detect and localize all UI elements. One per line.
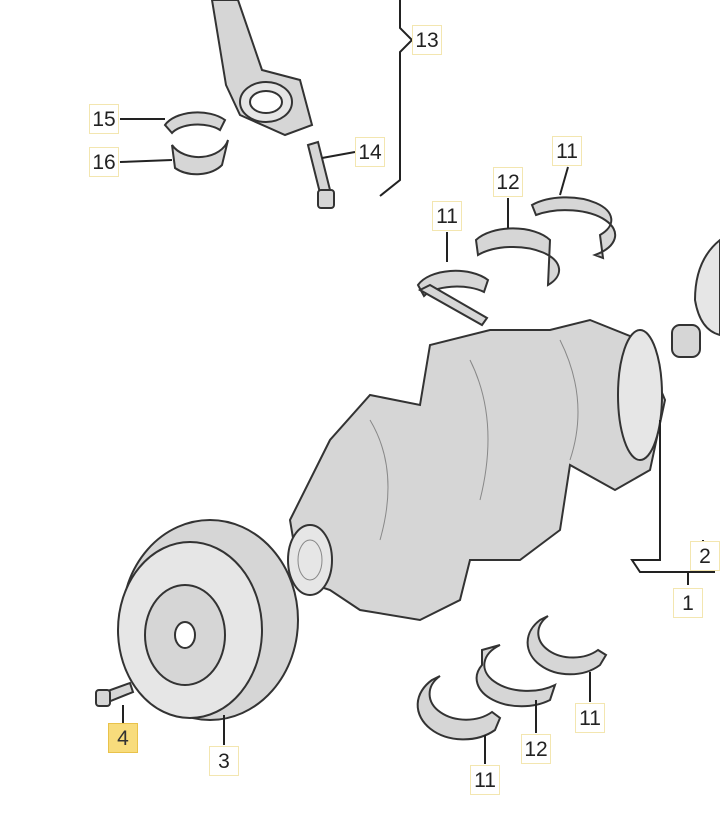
bearing-shells-rod bbox=[163, 111, 229, 176]
part-label-16[interactable]: 16 bbox=[89, 147, 119, 177]
pilot-bushing bbox=[671, 324, 701, 358]
part-label-15[interactable]: 15 bbox=[89, 104, 119, 134]
part-label-12[interactable]: 12 bbox=[493, 167, 523, 197]
thrust-washer-lower-2 bbox=[526, 615, 608, 676]
part-label-13[interactable]: 13 bbox=[412, 25, 442, 55]
thrust-washer-upper bbox=[416, 269, 490, 327]
part-label-11[interactable]: 11 bbox=[575, 703, 605, 733]
crankshaft bbox=[287, 318, 667, 622]
part-label-2[interactable]: 2 bbox=[690, 541, 720, 571]
main-bearing-shell-upper bbox=[474, 227, 561, 287]
part-label-3[interactable]: 3 bbox=[209, 746, 239, 776]
part-label-14[interactable]: 14 bbox=[355, 137, 385, 167]
pulley-bolt bbox=[95, 681, 135, 707]
part-label-1[interactable]: 1 bbox=[673, 588, 703, 618]
thrust-washer-lower-1 bbox=[416, 675, 502, 741]
rod-bolt bbox=[306, 140, 335, 209]
thrust-washer-upper-2 bbox=[530, 196, 617, 260]
part-label-12[interactable]: 12 bbox=[521, 734, 551, 764]
bracket-13 bbox=[379, 0, 414, 197]
part-label-11[interactable]: 11 bbox=[552, 136, 582, 166]
main-bearing-shell-lower bbox=[475, 644, 557, 708]
connecting-rod bbox=[210, 0, 314, 137]
part-label-4-highlighted[interactable]: 4 bbox=[108, 723, 138, 753]
vibration-damper-pulley bbox=[117, 519, 299, 721]
part-label-11[interactable]: 11 bbox=[470, 765, 500, 795]
flywheel-edge bbox=[693, 238, 720, 337]
part-label-11[interactable]: 11 bbox=[432, 201, 462, 231]
